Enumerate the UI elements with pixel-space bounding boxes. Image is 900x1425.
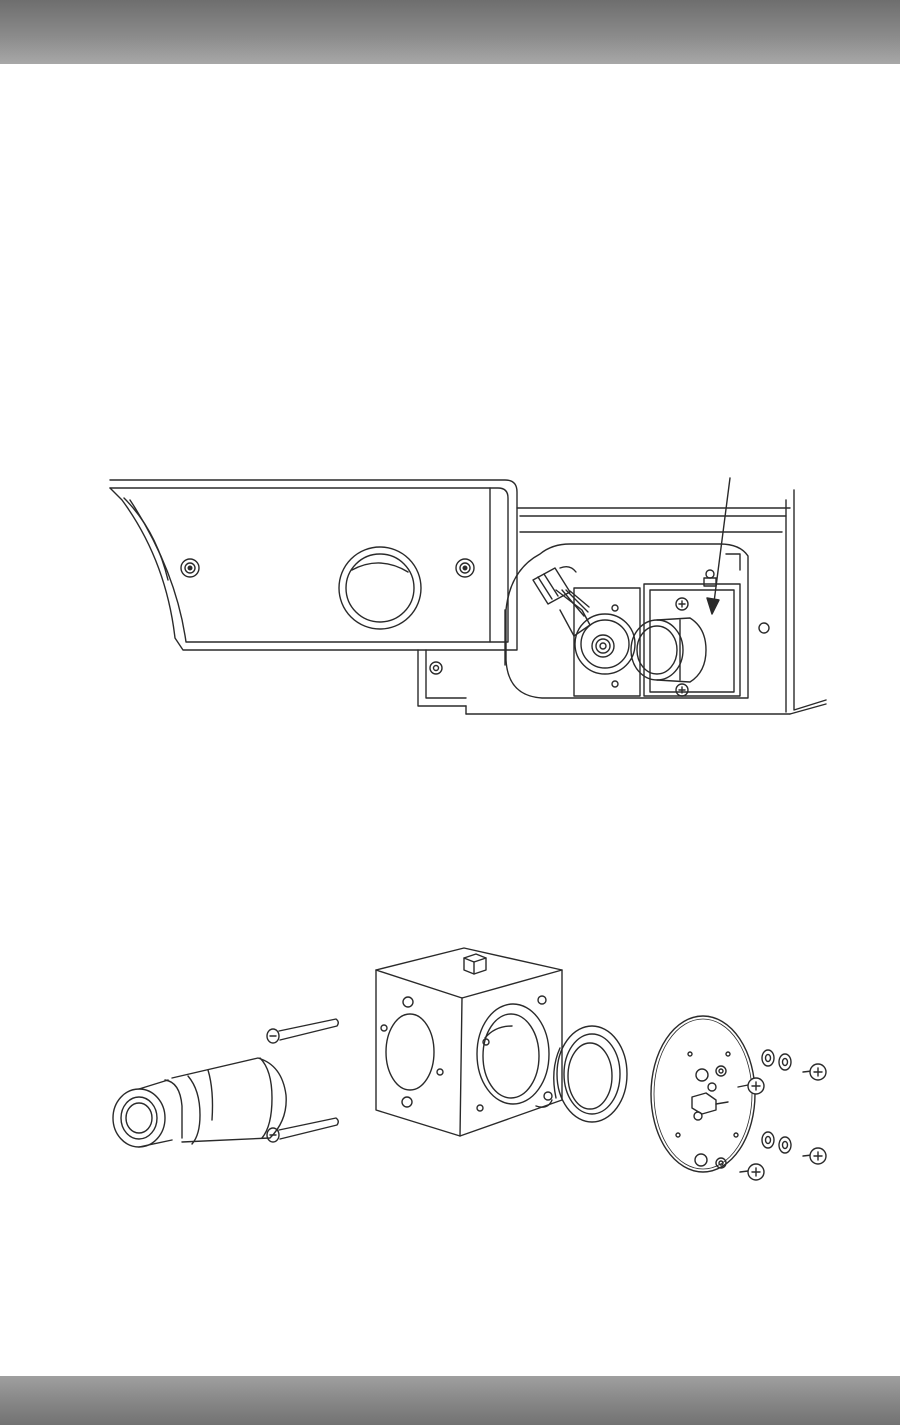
mounting-screw-icon — [181, 559, 199, 577]
callout-arrow-icon — [707, 478, 730, 614]
screw-icon — [803, 1148, 826, 1164]
long-bolt-icon — [267, 1118, 338, 1142]
exploded-valve-figure — [0, 930, 900, 1200]
access-panel-icon — [466, 490, 826, 714]
mounting-screw-icon — [676, 684, 688, 696]
washer-icon — [762, 1132, 774, 1148]
screw-icon — [740, 1164, 764, 1180]
cover-plate-icon — [651, 1016, 755, 1172]
washer-icon — [779, 1054, 791, 1070]
screw-icon — [803, 1064, 826, 1080]
valve-cube-icon — [376, 948, 562, 1136]
long-bolt-icon — [267, 1019, 338, 1043]
header-band — [0, 0, 900, 64]
mounting-screw-icon — [676, 598, 688, 610]
footer-band — [0, 1376, 900, 1425]
nozzle-sleeve-icon — [113, 1058, 286, 1147]
valve-block-icon — [574, 570, 740, 696]
screw-icon — [738, 1078, 764, 1094]
mounting-screw-icon — [456, 559, 474, 577]
housing-installed-figure — [0, 460, 900, 730]
housing-icon — [110, 480, 517, 706]
washer-icon — [762, 1050, 774, 1066]
seal-ring-icon — [554, 1026, 627, 1122]
washer-icon — [779, 1137, 791, 1153]
